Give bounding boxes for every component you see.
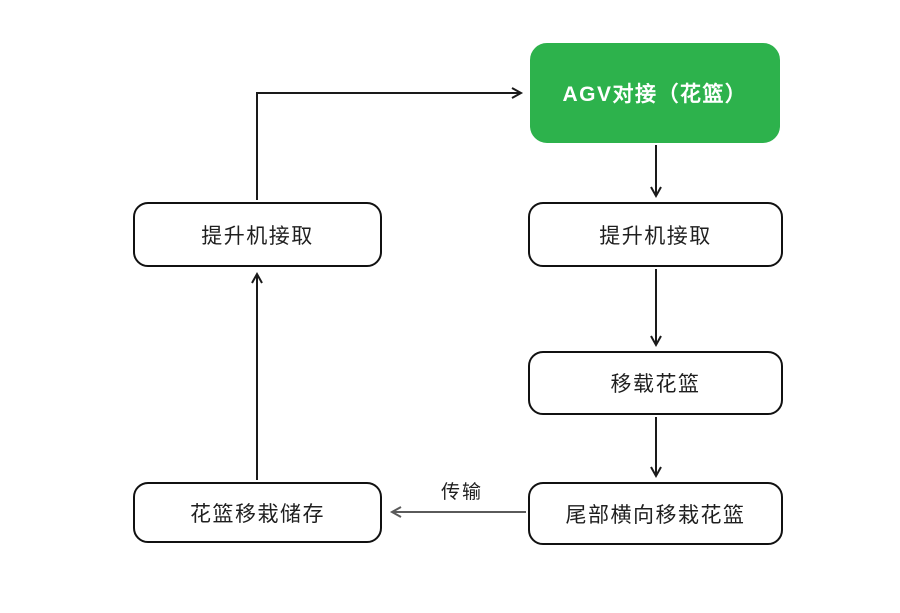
node-basket-storage: 花篮移栽储存 bbox=[133, 482, 382, 543]
arrow-lifter-left-to-agv bbox=[256, 87, 524, 200]
node-basket-storage-label: 花篮移栽储存 bbox=[190, 502, 325, 526]
node-agv-dock: AGV对接（花篮） bbox=[530, 43, 780, 143]
node-lifter-pick-right: 提升机接取 bbox=[528, 202, 783, 267]
node-lifter-pick-right-label: 提升机接取 bbox=[599, 224, 712, 248]
transfer-edge-label: 传输 bbox=[440, 482, 483, 503]
node-lifter-pick-left: 提升机接取 bbox=[133, 202, 382, 267]
node-agv-dock-label: AGV对接（花篮） bbox=[562, 83, 748, 106]
node-tail-transfer-label: 尾部横向移栽花篮 bbox=[565, 503, 746, 527]
node-lifter-pick-left-label: 提升机接取 bbox=[201, 224, 314, 248]
node-tail-transfer: 尾部横向移栽花篮 bbox=[528, 482, 783, 545]
node-transfer-basket-label: 移载花篮 bbox=[610, 373, 701, 396]
node-transfer-basket: 移载花篮 bbox=[528, 351, 783, 415]
